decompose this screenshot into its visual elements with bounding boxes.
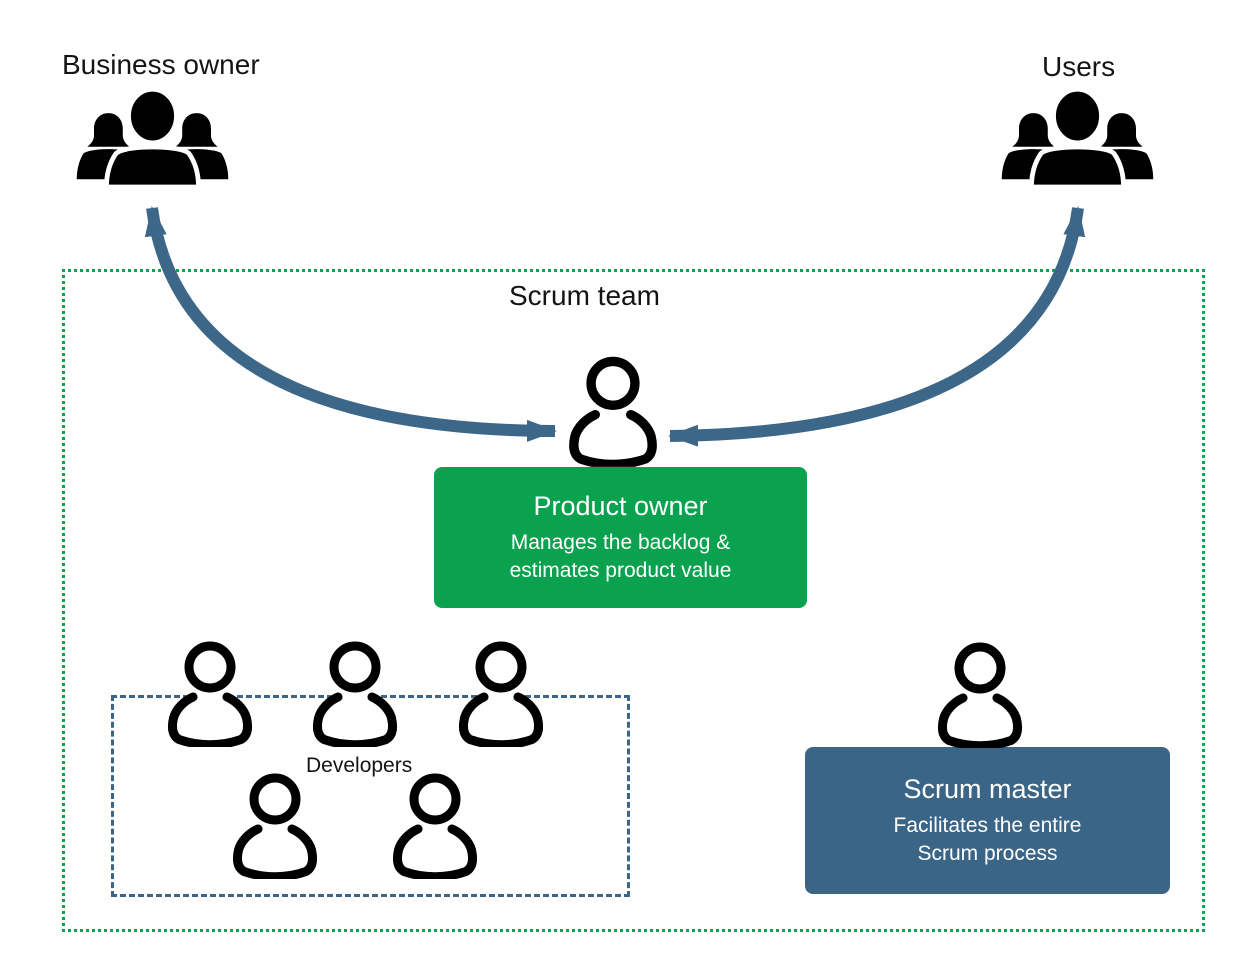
developer-person-icon [164, 640, 256, 747]
business-owner-label: Business owner [62, 49, 260, 80]
product-owner-description-line1: Manages the backlog & [510, 531, 731, 554]
users-group-icon [996, 87, 1159, 193]
product-owner-title: Product owner [533, 491, 708, 521]
developer-person-icon [455, 640, 547, 747]
users-label: Users [1042, 51, 1116, 82]
developer-person-icon [309, 640, 401, 747]
scrum-team-boundary [62, 269, 1205, 932]
product-owner-box: Product owner Manages the backlog & esti… [434, 467, 807, 608]
scrum-master-title: Scrum master [903, 774, 1072, 804]
developer-person-icon [389, 772, 481, 879]
scrum-master-description-line2: Scrum process [917, 842, 1058, 865]
scrum-master-description-line1: Facilitates the entire [893, 814, 1082, 837]
scrum-master-person-icon [934, 641, 1026, 748]
developers-label: Developers [306, 754, 413, 777]
business-owner-group-icon [71, 87, 234, 193]
product-owner-description-line2: estimates product value [509, 559, 732, 582]
scrum-master-box: Scrum master Facilitates the entire Scru… [805, 747, 1170, 894]
product-owner-person-icon [565, 355, 661, 467]
developer-person-icon [229, 772, 321, 879]
